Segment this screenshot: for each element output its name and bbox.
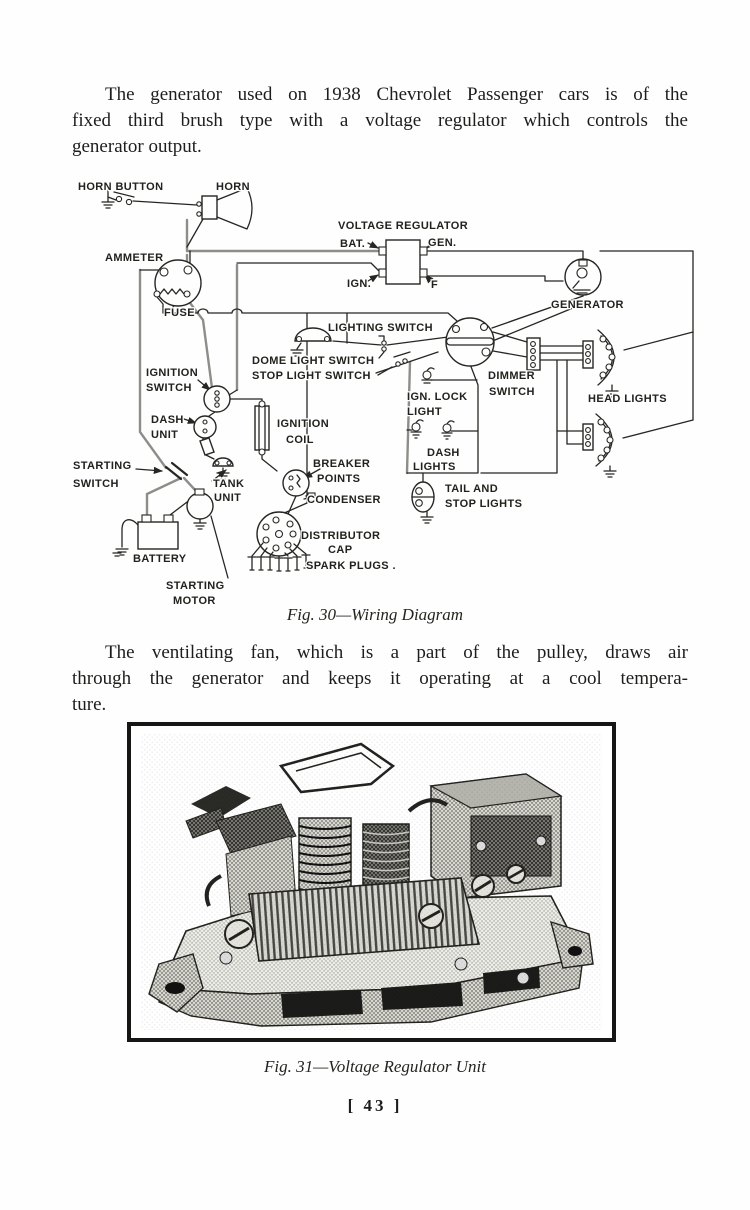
diagram-label: CONDENSER bbox=[307, 494, 381, 506]
diagram-label: GEN. bbox=[428, 237, 457, 249]
tank-unit-symbol bbox=[199, 437, 234, 480]
diagram-label: LIGHTING SWITCH bbox=[328, 322, 433, 334]
diagram-label: BREAKER bbox=[313, 458, 370, 470]
diagram-label: HEAD LIGHTS bbox=[588, 393, 667, 405]
components bbox=[101, 187, 619, 572]
diagram-label: STOP LIGHTS bbox=[445, 498, 522, 510]
horn-button-symbol bbox=[101, 188, 133, 209]
diagram-label: IGNITION bbox=[146, 367, 198, 379]
diagram-label: SWITCH bbox=[489, 386, 535, 398]
fig30-caption: Fig. 30—Wiring Diagram bbox=[286, 605, 464, 624]
diagram-label: BATTERY bbox=[133, 553, 187, 565]
ign-lock-light-symbol bbox=[421, 367, 435, 384]
paragraph-line: generator output. bbox=[72, 136, 202, 157]
diagram-label: SPARK PLUGS . bbox=[306, 560, 396, 572]
diagram-label: SWITCH bbox=[73, 478, 119, 490]
lighting-switch-knob bbox=[290, 327, 332, 357]
emphasized-wires bbox=[138, 218, 412, 517]
stop-light-switch-symbol bbox=[393, 351, 411, 367]
dash-lights-symbol bbox=[410, 419, 455, 440]
diagram-label: IGN. LOCK bbox=[407, 391, 467, 403]
paragraph-line: The ventilating fan, which is a part of … bbox=[105, 642, 688, 663]
paragraph-fan: The ventilating fan, which is a part of … bbox=[72, 640, 688, 718]
breaker-points-symbol bbox=[282, 469, 316, 502]
ammeter-symbol bbox=[153, 259, 202, 307]
battery-symbol bbox=[112, 514, 179, 557]
paragraph-generator: The generator used on 1938 Chevrolet Pas… bbox=[72, 82, 688, 160]
ignition-switch-symbol bbox=[203, 385, 231, 413]
page-number: [ 43 ] bbox=[347, 1096, 403, 1115]
diagram-label: FUSE bbox=[164, 307, 195, 319]
ignition-coil-symbol bbox=[254, 400, 270, 456]
diagram-label: UNIT bbox=[151, 429, 178, 441]
photo-frame bbox=[127, 722, 616, 1042]
diagram-label: STARTING bbox=[166, 580, 225, 592]
paragraph-line: fixed third brush type with a voltage re… bbox=[72, 110, 688, 131]
spark-plugs-symbol bbox=[247, 554, 311, 572]
diagram-label: DOME LIGHT SWITCH bbox=[252, 355, 374, 367]
diagram-label: COIL bbox=[286, 434, 314, 446]
diagram-label: DASH bbox=[427, 447, 460, 459]
dash-unit-symbol bbox=[193, 415, 217, 439]
diagram-label: TAIL AND bbox=[445, 483, 498, 495]
diagram-label: LIGHTS bbox=[413, 461, 456, 473]
headlight-upper-symbol bbox=[582, 329, 619, 398]
diagram-label: LIGHT bbox=[407, 406, 442, 418]
generator-symbol bbox=[564, 258, 602, 296]
voltage-regulator-symbol bbox=[378, 239, 428, 285]
diagram-label: DASH bbox=[151, 414, 184, 426]
diagram-label: DIMMER bbox=[488, 370, 535, 382]
wires bbox=[107, 191, 694, 579]
diagram-label: BAT. bbox=[340, 238, 365, 250]
fig31-caption: Fig. 31—Voltage Regulator Unit bbox=[264, 1057, 486, 1076]
diagram-labels: HORN BUTTON HORN VOLTAGE REGULATOR BAT. GEN.… bbox=[72, 180, 668, 609]
paragraph-line: through the generator and keeps it opera… bbox=[72, 668, 688, 689]
headlight-lower-symbol bbox=[582, 413, 617, 478]
diagram-label: HORN bbox=[216, 181, 250, 193]
diagram-label: TANK bbox=[213, 478, 244, 490]
paragraph-line: The generator used on 1938 Chevrolet Pas… bbox=[105, 84, 688, 105]
dome-light-switch-symbol bbox=[378, 335, 387, 352]
voltage-regulator-photo bbox=[131, 726, 612, 1038]
diagram-label: GENERATOR bbox=[551, 299, 624, 311]
diagram-label: AMMETER bbox=[105, 252, 163, 264]
halftone-overlay bbox=[141, 734, 602, 1030]
diagram-label: DISTRIBUTOR bbox=[301, 530, 380, 542]
diagram-label: CAP bbox=[328, 544, 352, 556]
tail-stop-lights-symbol bbox=[411, 481, 435, 524]
starting-motor-symbol bbox=[186, 488, 214, 530]
diagram-label: SWITCH bbox=[146, 382, 192, 394]
diagram-label: POINTS bbox=[317, 473, 360, 485]
horn-symbol bbox=[196, 187, 253, 230]
distributor-cap-symbol bbox=[251, 511, 307, 558]
diagram-label: STOP LIGHT SWITCH bbox=[252, 370, 371, 382]
diagram-label: UNIT bbox=[214, 492, 241, 504]
dimmer-switch-symbol bbox=[526, 337, 541, 371]
diagram-label: MOTOR bbox=[173, 595, 216, 607]
diagram-label: IGNITION bbox=[277, 418, 329, 430]
light-switch-symbol bbox=[445, 317, 495, 367]
starting-switch-symbol bbox=[164, 461, 189, 481]
diagram-label: F bbox=[431, 279, 438, 291]
diagram-label: IGN. bbox=[347, 278, 371, 290]
diagram-label: HORN BUTTON bbox=[78, 181, 163, 193]
paragraph-line: ture. bbox=[72, 694, 107, 715]
diagram-label: STARTING bbox=[73, 460, 132, 472]
diagram-label: VOLTAGE REGULATOR bbox=[338, 220, 468, 232]
